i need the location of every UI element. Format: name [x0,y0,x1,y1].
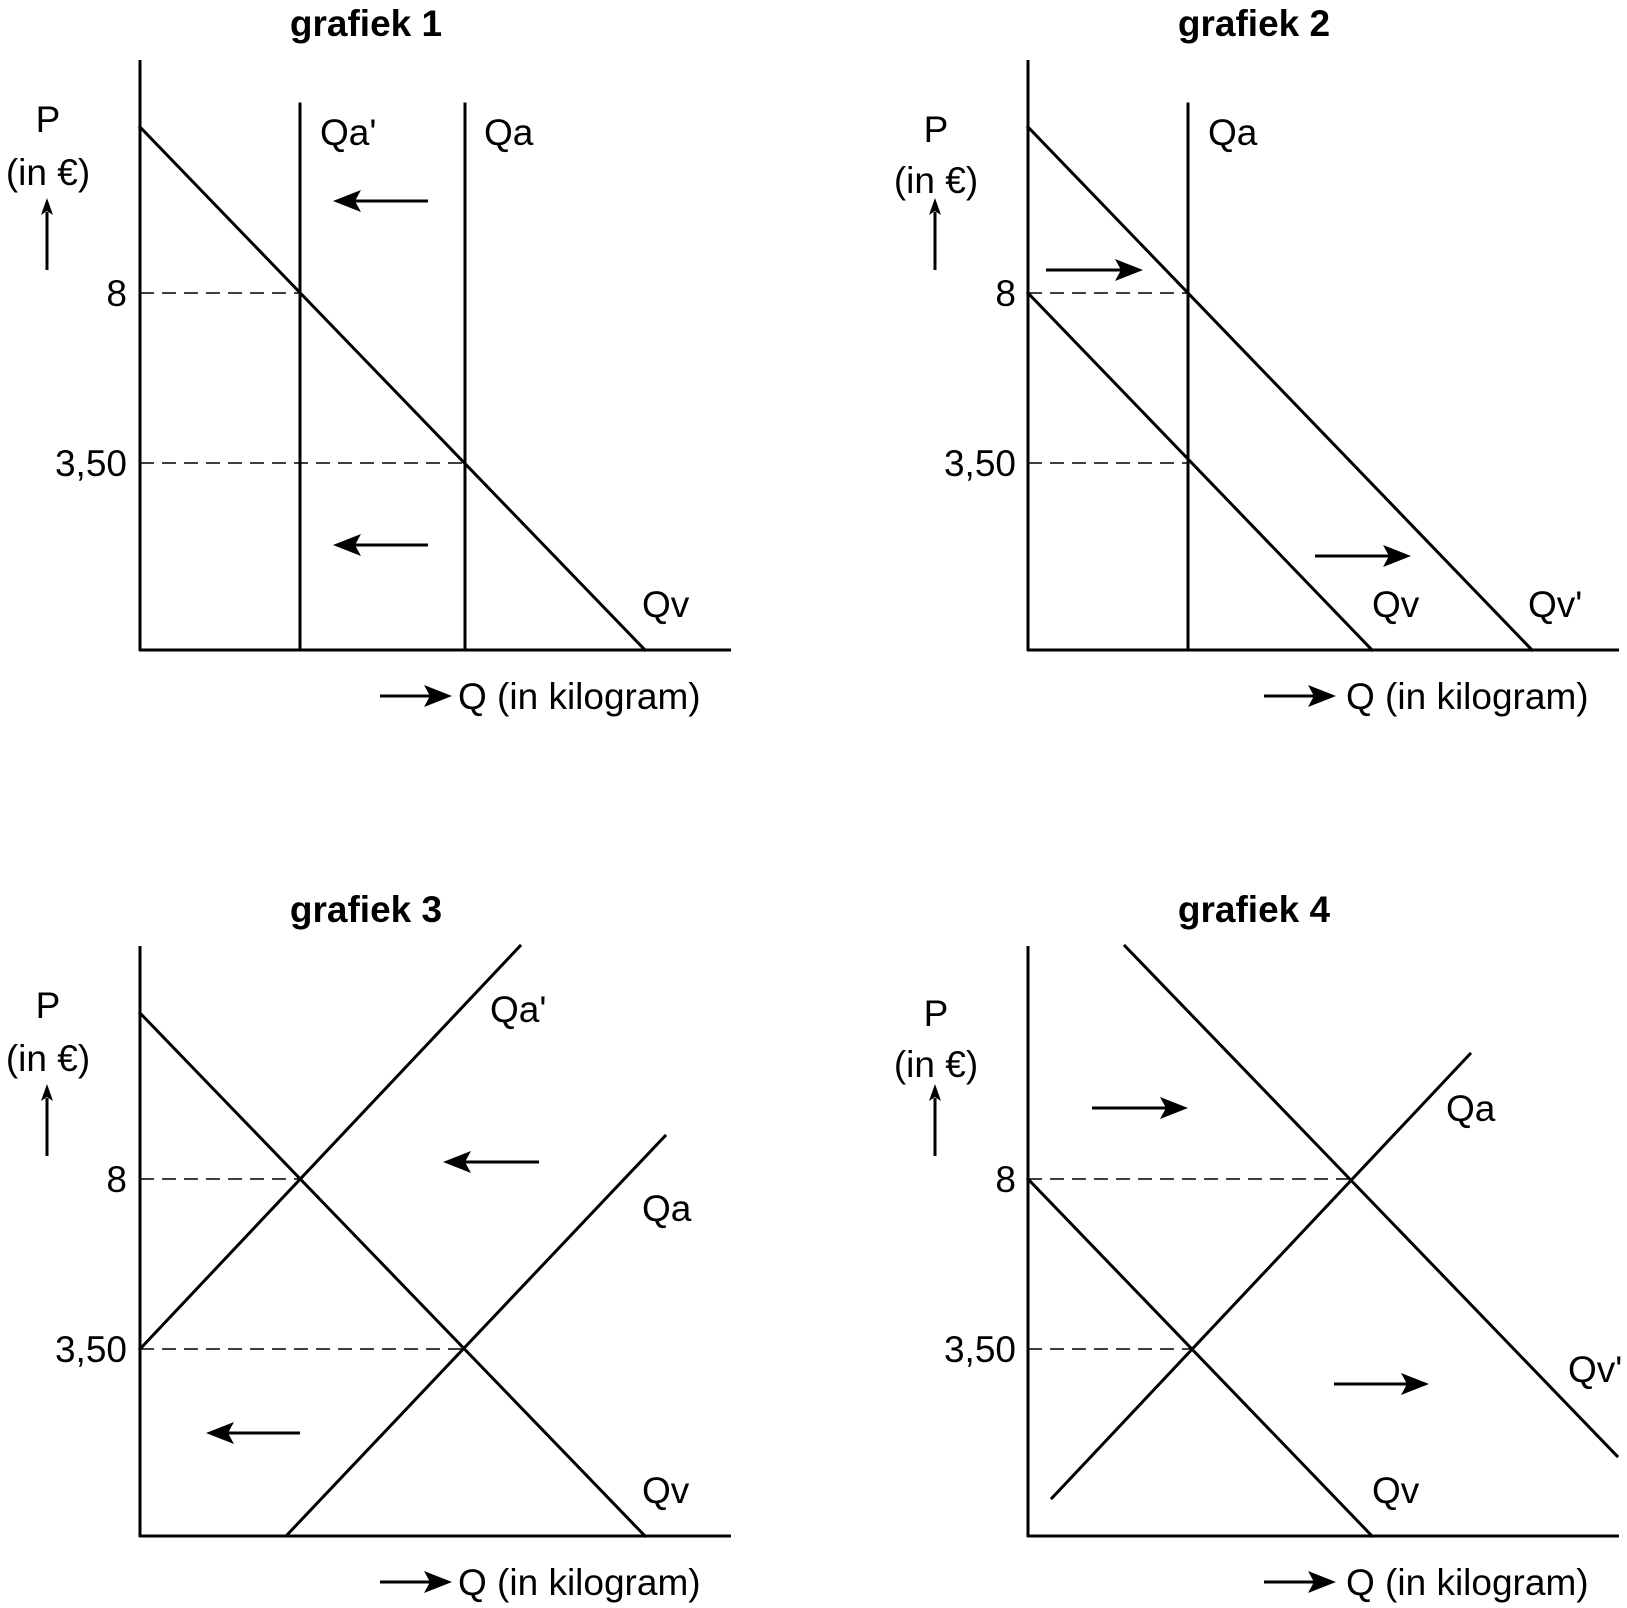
graph-4: grafiek 4 P (in €) Q (in kilogram) 8 3,5… [894,889,1623,1603]
supply-curve-qa [1049,1051,1473,1501]
y-axis-arrow-icon [929,1084,941,1156]
shift-arrow-left-icon [333,534,428,556]
y-axis-unit: (in €) [6,1038,90,1079]
y-axis-label: P [36,99,61,140]
graph-title: grafiek 3 [290,889,442,930]
curve-label-qa: Qa [484,112,534,153]
graph-title: grafiek 2 [1178,3,1330,44]
y-axis-arrow-icon [41,198,53,270]
tick-label-8: 8 [995,273,1016,314]
curve-label-qv: Qv [1372,1470,1420,1511]
y-axis-label: P [924,109,949,150]
curve-label-qv: Qv [642,1470,690,1511]
shift-arrow-right-icon [1046,259,1143,281]
tick-label-8: 8 [995,1159,1016,1200]
x-axis-label: Q (in kilogram) [458,1562,701,1603]
graph-2: grafiek 2 P (in €) Q (in kilogram) 8 3,5… [894,3,1619,717]
tick-label-3-50: 3,50 [944,1329,1016,1370]
shift-arrow-left-icon [443,1151,539,1173]
supply-curve-qa-prime [137,943,523,1352]
x-axis-label: Q (in kilogram) [1346,1562,1589,1603]
shift-arrow-right-icon [1315,545,1411,567]
x-axis-label: Q (in kilogram) [458,676,701,717]
y-axis-unit: (in €) [6,152,90,193]
demand-curve-qv [1025,290,1375,653]
supply-curve-qa [284,1133,668,1538]
shift-arrow-left-icon [206,1422,300,1444]
x-axis-label: Q (in kilogram) [1346,676,1589,717]
demand-curve-qv-prime [1025,124,1535,653]
x-axis-arrow-icon [1264,685,1336,707]
y-axis-label: P [36,985,61,1026]
tick-label-8: 8 [106,1159,127,1200]
demand-curve-qv [1025,1176,1375,1539]
y-axis-unit: (in €) [894,1044,978,1085]
graph-3: grafiek 3 P (in €) Q (in kilogram) 8 3,5… [6,889,731,1603]
curve-label-qa: Qa [1446,1088,1496,1129]
curve-label-qv-prime: Qv' [1568,1349,1622,1390]
curve-label-qa: Qa [642,1188,692,1229]
tick-label-3-50: 3,50 [55,443,127,484]
curve-label-qv: Qv [1372,584,1420,625]
graph-title: grafiek 1 [290,3,442,44]
y-axis-label: P [924,993,949,1034]
graph-1: grafiek 1 P (in €) Q (in kilogram) 8 3,5… [6,3,731,717]
demand-curve-qv [137,124,648,653]
x-axis-arrow-icon [380,685,452,707]
x-axis-arrow-icon [1264,1571,1336,1593]
tick-label-3-50: 3,50 [944,443,1016,484]
tick-label-8: 8 [106,273,127,314]
tick-label-3-50: 3,50 [55,1329,127,1370]
shift-arrow-right-icon [1334,1373,1429,1395]
shift-arrow-left-icon [333,190,428,212]
curve-label-qv-prime: Qv' [1528,584,1582,625]
curve-label-qv: Qv [642,584,690,625]
curve-label-qa-prime: Qa' [320,112,376,153]
y-axis-arrow-icon [929,198,941,270]
graph-title: grafiek 4 [1178,889,1331,930]
demand-curve-qv [137,1010,648,1539]
curve-label-qa: Qa [1208,112,1258,153]
shift-arrow-right-icon [1092,1097,1188,1119]
demand-curve-qv-prime [1122,943,1620,1459]
y-axis-unit: (in €) [894,160,978,201]
y-axis-arrow-icon [41,1084,53,1156]
curve-label-qa-prime: Qa' [490,989,546,1030]
x-axis-arrow-icon [380,1571,452,1593]
